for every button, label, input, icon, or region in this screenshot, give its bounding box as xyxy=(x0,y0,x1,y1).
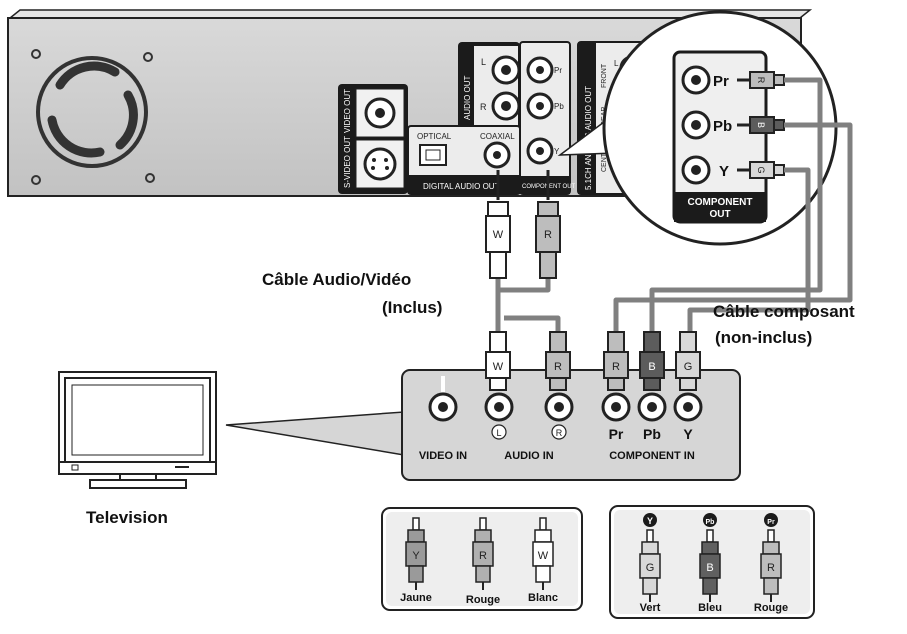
legend-caption-rouge-comp: Rouge xyxy=(753,602,789,614)
s-video-out-jack[interactable] xyxy=(363,147,397,181)
tv-r-mark: R xyxy=(556,428,563,438)
zoom-plug-g: G xyxy=(737,161,785,179)
legend-caption-blanc: Blanc xyxy=(528,592,558,604)
legend-plug-rouge: R xyxy=(472,517,494,590)
legend-plug-bleu-1: B xyxy=(699,529,721,602)
digital-audio-out-label: DIGITAL AUDIO OUT xyxy=(423,182,500,191)
legend-plug-jaune: Y xyxy=(405,517,427,590)
component-cable-label-1: Câble composant xyxy=(713,302,855,321)
front-l-mark: L xyxy=(614,59,619,68)
svg-text:B: B xyxy=(706,562,713,574)
coaxial-label: COAXIAL xyxy=(480,132,515,141)
comp-plug-g-bottom: G xyxy=(675,331,701,391)
audio-l-mark: L xyxy=(481,57,486,67)
optical-jack[interactable] xyxy=(419,144,447,166)
legend-badge-pr: Pr xyxy=(764,513,778,527)
svg-text:R: R xyxy=(479,550,487,562)
component-out-zoom: Pr Pb Y COMPONENT OUT R B G xyxy=(602,10,838,246)
legend-plug-vert-0: G xyxy=(639,529,661,602)
legend-plug-blanc: W xyxy=(532,517,554,590)
svg-text:G: G xyxy=(684,361,693,373)
tv-pb-label: Pb xyxy=(643,426,661,442)
zoom-pb-label: Pb xyxy=(713,118,732,135)
tv-audio-in-label: AUDIO IN xyxy=(504,450,554,462)
svg-text:R: R xyxy=(554,361,562,373)
svg-text:W: W xyxy=(493,361,504,373)
small-pb-mark: Pb xyxy=(554,102,564,111)
av-plug-w-bottom: W xyxy=(485,331,511,391)
svg-text:B: B xyxy=(648,361,655,373)
comp-plug-r-bottom: R xyxy=(603,331,629,391)
legend-plug-rouge-2: R xyxy=(760,529,782,602)
video-out-label: VIDEO OUT xyxy=(343,89,352,133)
av-plug-r-bottom: R xyxy=(545,331,571,391)
optical-label: OPTICAL xyxy=(417,132,452,141)
small-y-mark: Y xyxy=(554,147,560,156)
component-cable-label-2: (non-inclus) xyxy=(715,328,813,347)
comp-plug-b-bottom: B xyxy=(639,331,665,391)
svg-text:G: G xyxy=(646,562,655,574)
audio-out-label: AUDIO OUT xyxy=(463,75,472,120)
zoom-pr-label: Pr xyxy=(713,73,729,90)
tv-input-panel: L R Pr Pb Y VIDEO IN AUDIO IN COMPONENT … xyxy=(225,369,741,481)
legend-badge-y: Y xyxy=(643,513,657,527)
zoom-component-label-2: OUT xyxy=(709,209,730,220)
svg-text:R: R xyxy=(767,562,775,574)
legend-caption-rouge: Rouge xyxy=(465,594,501,606)
svg-text:R: R xyxy=(612,361,620,373)
center-label: CENTER xyxy=(601,143,608,172)
television-icon xyxy=(58,371,217,489)
zoom-y-label: Y xyxy=(719,163,729,180)
tv-l-mark: L xyxy=(496,428,501,438)
svideo-out-label: S-VIDEO OUT xyxy=(343,136,352,188)
small-pr-mark: Pr xyxy=(554,66,562,75)
legend-caption-vert: Vert xyxy=(639,602,661,614)
svg-text:W: W xyxy=(493,229,504,241)
svg-text:R: R xyxy=(756,77,766,84)
legend-badge-pb: Pb xyxy=(703,513,717,527)
tv-pr-label: Pr xyxy=(609,426,624,442)
component-cable xyxy=(613,77,853,340)
front-label: FRONT xyxy=(601,63,608,88)
svg-text:Pr: Pr xyxy=(767,519,775,526)
svg-text:B: B xyxy=(756,122,766,128)
tv-y-label: Y xyxy=(683,426,693,442)
av-cable-label-2: (Inclus) xyxy=(382,298,443,317)
legend-right: Y G PbB PrR xyxy=(609,505,815,619)
svg-text:R: R xyxy=(544,229,552,241)
svg-text:G: G xyxy=(756,166,766,173)
tv-component-in-label: COMPONENT IN xyxy=(609,450,695,462)
zoom-component-label-1: COMPONENT xyxy=(688,197,753,208)
fan-vent-icon xyxy=(31,49,155,185)
av-plug-r-top: R xyxy=(535,201,561,279)
av-plug-w-top: W xyxy=(485,201,511,279)
svg-text:W: W xyxy=(538,550,549,562)
svg-text:Pb: Pb xyxy=(706,519,715,526)
legend-caption-jaune: Jaune xyxy=(400,592,432,604)
tv-video-in-label: VIDEO IN xyxy=(419,450,467,462)
legend-caption-bleu: Bleu xyxy=(698,602,722,614)
television-label: Television xyxy=(86,508,168,527)
svg-text:Y: Y xyxy=(647,516,653,526)
audio-r-mark: R xyxy=(480,102,487,112)
svg-text:Y: Y xyxy=(412,550,420,562)
av-cable-label-1: Câble Audio/Vidéo xyxy=(262,270,412,289)
